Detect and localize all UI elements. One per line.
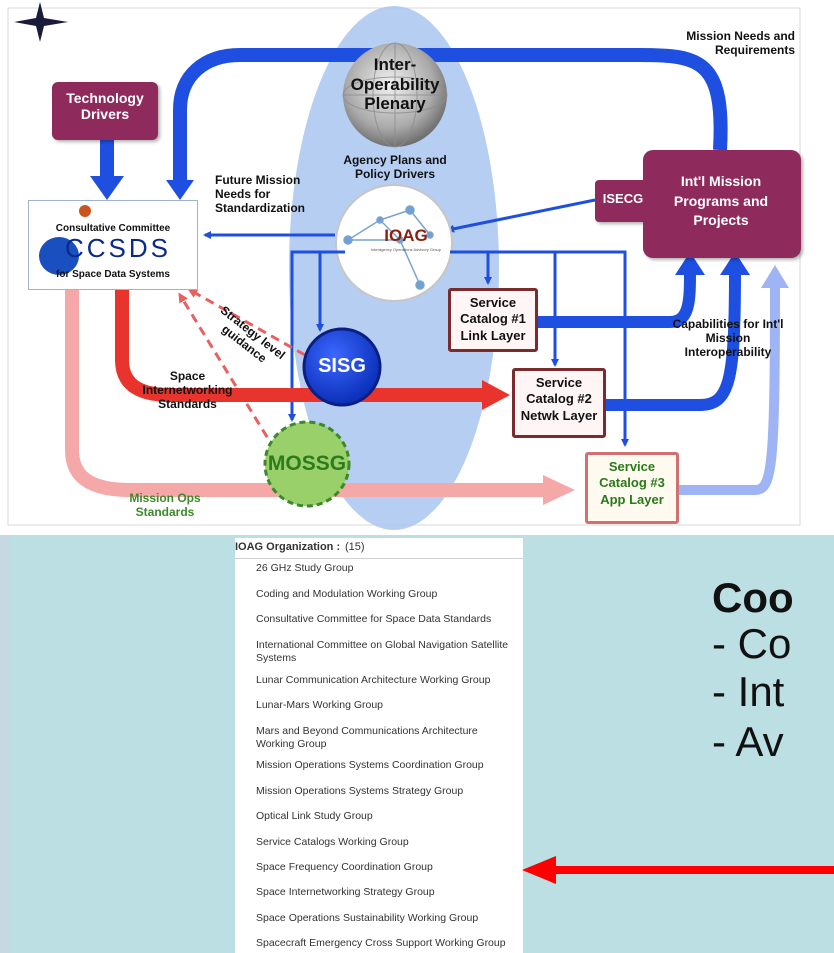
org-item-icg[interactable]: International Committee on Global Naviga… xyxy=(256,639,509,664)
ioag-globe xyxy=(335,184,453,302)
org-item-mars-beyond[interactable]: Mars and Beyond Communications Architect… xyxy=(256,725,478,750)
service-catalog-3: Service Catalog #3 App Layer xyxy=(585,452,679,524)
ioag-network-icon xyxy=(343,205,434,290)
technology-drivers-label: Technology Drivers xyxy=(66,90,144,123)
coordination-bullet-1: - Co xyxy=(712,620,792,667)
sisg-label: SISG xyxy=(318,355,366,377)
org-item-service-catalogs[interactable]: Service Catalogs Working Group xyxy=(256,836,409,848)
isecg-to-ioag-arrow xyxy=(446,198,596,233)
intl-mission-label: Int'l Mission Programs and Projects xyxy=(673,173,769,229)
org-item-space-ops-sustainability[interactable]: Space Operations Sustainability Working … xyxy=(256,912,479,924)
ccsds-swoosh-icon xyxy=(39,237,79,275)
diagram-graphics xyxy=(7,2,801,530)
org-item-optical-link[interactable]: Optical Link Study Group xyxy=(256,810,373,822)
org-item-spacecraft-emergency[interactable]: Spacecraft Emergency Cross Support Worki… xyxy=(256,937,506,949)
sisg-circle xyxy=(302,327,382,407)
mission-needs-label: Mission Needs and Requirements xyxy=(686,29,795,57)
service-catalog-1: Service Catalog #1 Link Layer xyxy=(448,288,538,352)
strategy-guidance-arrows xyxy=(178,288,306,451)
org-item-mission-ops-coordination[interactable]: Mission Operations Systems Coordination … xyxy=(256,759,484,771)
org-item-ccsds[interactable]: Consultative Committee for Space Data St… xyxy=(256,613,492,625)
coordination-bullet-3: - Av xyxy=(712,718,784,765)
coordination-bullet-2: - Int xyxy=(712,668,785,715)
technology-drivers-box: Technology Drivers xyxy=(52,82,158,140)
tech-drivers-arrow xyxy=(100,140,114,178)
mossg-label: MOSSG xyxy=(267,452,347,475)
org-item-lunar-comm[interactable]: Lunar Communication Architecture Working… xyxy=(256,674,491,686)
mission-needs-arrowhead xyxy=(166,180,194,200)
ccsds-top-label: Consultative Committee xyxy=(55,223,171,234)
mission-ops-arrow xyxy=(65,290,545,497)
org-item-space-frequency[interactable]: Space Frequency Coordination Group xyxy=(256,861,433,873)
catalog2-to-mission-arrow xyxy=(602,269,741,411)
org-list-label: IOAG Organization : xyxy=(235,541,341,553)
org-item-26ghz[interactable]: 26 GHz Study Group xyxy=(256,562,354,574)
intl-mission-box: Int'l Mission Programs and Projects xyxy=(643,150,801,258)
ioag-label: IOAG xyxy=(384,226,428,245)
future-mission-needs-label: Future Mission Needs for Standardization xyxy=(215,173,306,215)
isecg-label: ISECG xyxy=(602,191,644,206)
org-list-header: IOAG Organization : (15) xyxy=(235,538,523,559)
highlight-arrow xyxy=(522,856,834,884)
interop-plenary-label: Inter-Operability Plenary xyxy=(350,55,440,114)
ccsds-bottom-label: for Space Data Systems xyxy=(56,269,170,280)
mossg-circle xyxy=(263,420,351,508)
ccsds-logo-text: CCSDS xyxy=(64,233,171,263)
ioag-organization-panel: IOAG Organization : (15) 26 GHz Study Gr… xyxy=(235,538,523,953)
org-item-lunar-mars[interactable]: Lunar-Mars Working Group xyxy=(256,699,384,711)
globe-grid xyxy=(342,42,448,148)
space-internetworking-arrowhead xyxy=(482,380,510,410)
isecg-box: ISECG xyxy=(595,180,651,222)
ioag-sub-label: Interagency Operations Advisory Group xyxy=(370,247,442,252)
mission-needs-loop-arrow xyxy=(173,48,728,185)
catalog3-label: Service Catalog #3 App Layer xyxy=(599,459,665,507)
capabilities-label: Capabilities for Int'l Mission Interoper… xyxy=(672,317,784,359)
catalog3-to-mission-arrow xyxy=(678,284,780,495)
tech-drivers-arrowhead xyxy=(90,176,124,200)
ccsds-emblem-icon xyxy=(79,205,91,217)
catalog2-arrowhead xyxy=(720,252,750,275)
space-internetworking-label: Space Internetworking Standards xyxy=(142,369,233,411)
mission-ops-label: Mission Ops Standards xyxy=(129,491,201,519)
coordination-title: Coo xyxy=(712,574,794,621)
star-logo-icon xyxy=(14,2,68,42)
highlight-arrow-shaft xyxy=(550,866,834,874)
org-list-count: (15) xyxy=(345,541,365,553)
org-item-coding-modulation[interactable]: Coding and Modulation Working Group xyxy=(256,588,438,600)
agency-plans-label: Agency Plans and Policy Drivers xyxy=(343,153,447,181)
org-item-space-internetworking[interactable]: Space Internetworking Strategy Group xyxy=(256,886,435,898)
catalog1-label: Service Catalog #1 Link Layer xyxy=(460,295,526,343)
org-item-mission-ops-strategy[interactable]: Mission Operations Systems Strategy Grou… xyxy=(256,785,464,797)
left-border-strip xyxy=(0,535,10,953)
catalog3-arrowhead xyxy=(761,265,789,288)
catalog2-label: Service Catalog #2 Netwk Layer xyxy=(520,375,598,423)
catalog1-to-mission-arrow xyxy=(538,269,696,328)
highlight-arrowhead xyxy=(522,856,556,884)
ccsds-box: Consultative Committee CCSDS for Space D… xyxy=(28,200,198,290)
ioag-diagram: Inter-Operability Plenary Agency Plans a… xyxy=(7,2,801,530)
space-internetworking-arrow xyxy=(115,290,485,402)
mission-ops-arrowhead xyxy=(543,475,575,505)
service-catalog-2: Service Catalog #2 Netwk Layer xyxy=(512,368,606,438)
catalog1-arrowhead xyxy=(675,252,705,275)
ioag-distribution-lines xyxy=(288,250,629,447)
